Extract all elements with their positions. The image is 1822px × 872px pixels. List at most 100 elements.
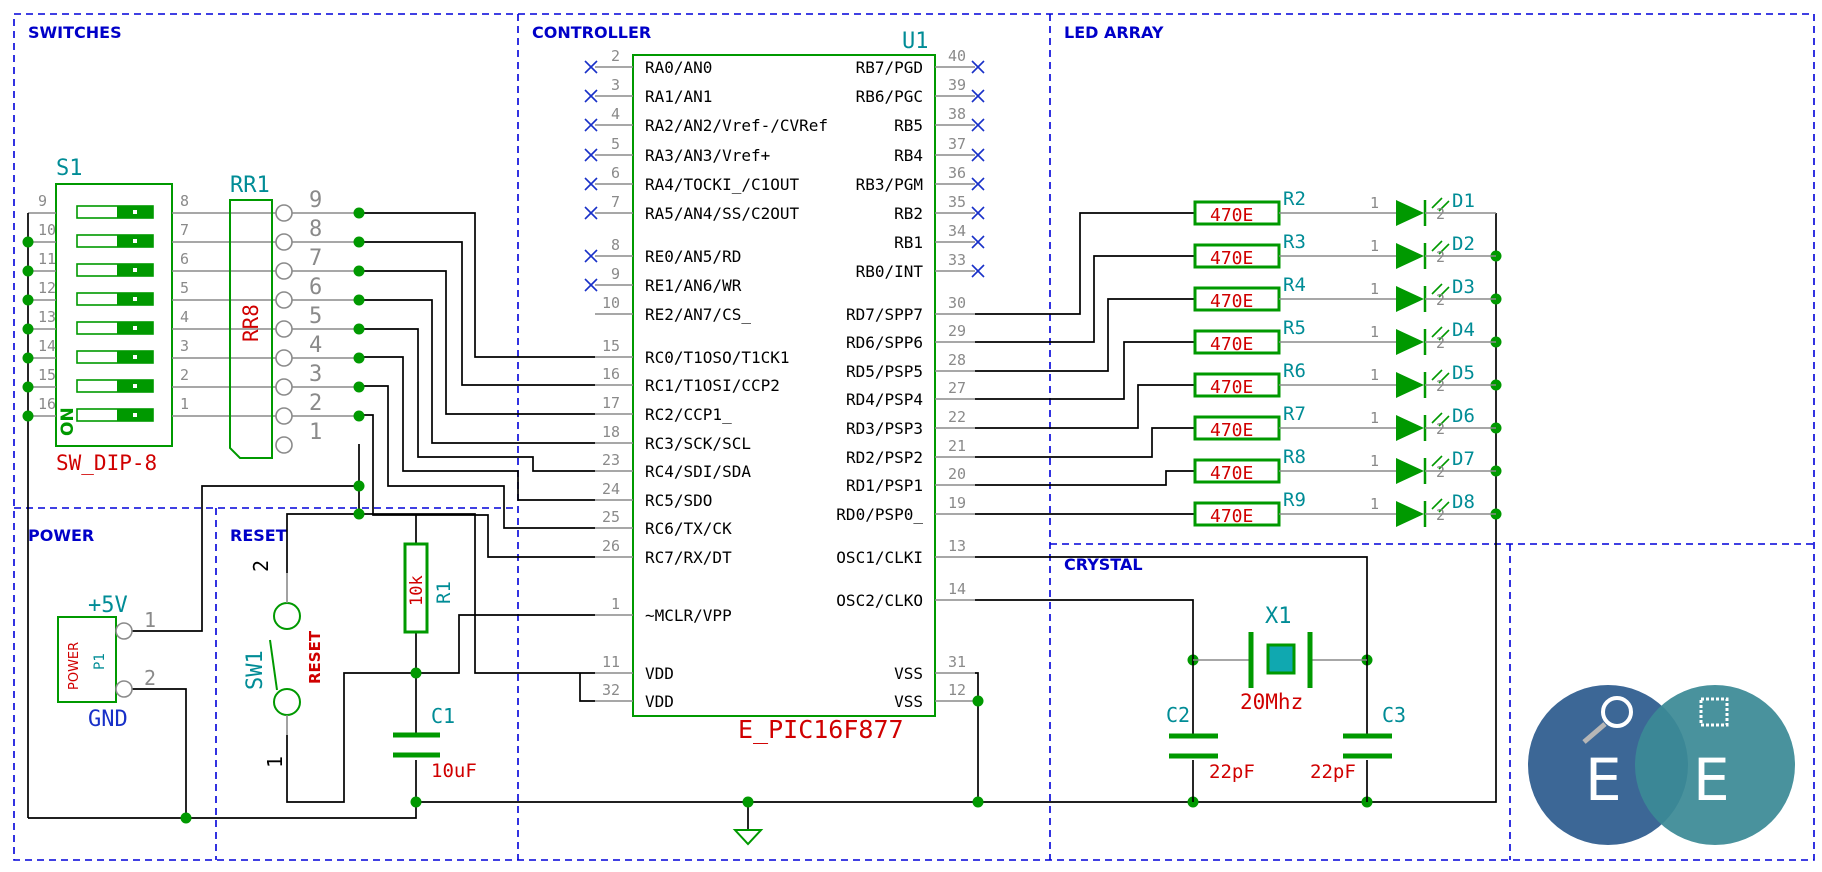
ground-symbol xyxy=(732,829,764,846)
wire-vss-31 xyxy=(975,672,979,802)
led-resistor-value: 470E xyxy=(1210,377,1253,398)
no-connect-icon xyxy=(971,60,985,74)
rr1-pin-circle xyxy=(275,204,293,222)
led-emission-arrow xyxy=(1431,197,1443,209)
u1-pin-number: 23 xyxy=(602,451,620,469)
logo-magnifier-handle xyxy=(1582,722,1607,744)
u1-pin-number: 35 xyxy=(948,193,966,211)
s1-switch-dot xyxy=(133,384,137,388)
c1-reference: C1 xyxy=(431,704,455,728)
junction-dot xyxy=(22,265,34,277)
p1-value: POWER xyxy=(67,642,82,690)
u1-pin-number: 8 xyxy=(611,236,620,254)
led-diode-icon xyxy=(1396,286,1424,312)
junction-dot xyxy=(353,410,365,422)
u1-pin-name: RD0/PSP0_ xyxy=(836,505,923,524)
u1-pin-number: 39 xyxy=(948,76,966,94)
s1-right-pin-number: 1 xyxy=(180,395,189,413)
s1-right-pin-number: 4 xyxy=(180,308,189,326)
led-anode-number: 2 xyxy=(1436,506,1445,524)
u1-pin-number: 15 xyxy=(602,337,620,355)
wire-rc3 xyxy=(359,299,595,444)
led-emission-arrow xyxy=(1438,372,1450,384)
u1-pin-name: RB4 xyxy=(894,146,923,165)
wire-osc2 xyxy=(975,599,1194,734)
p1-pin2-number: 2 xyxy=(144,666,156,690)
sheet-border xyxy=(13,13,1815,861)
s1-right-pin-number: 6 xyxy=(180,250,189,268)
rr1-pin-number: 9 xyxy=(309,188,322,213)
u1-pin-name: RE0/AN5/RD xyxy=(645,247,741,266)
wire-led-drive xyxy=(975,255,1195,343)
u1-pin-number: 38 xyxy=(948,105,966,123)
rr1-pin-number: 5 xyxy=(309,304,322,329)
led-cathode-number: 1 xyxy=(1370,194,1379,212)
sw1-pin-top: 2 xyxy=(249,560,273,572)
c2-value: 22pF xyxy=(1209,761,1255,783)
s1-left-pin-number: 14 xyxy=(38,337,56,355)
led-reference: D4 xyxy=(1452,319,1475,341)
u1-pin-number: 4 xyxy=(611,105,620,123)
junction-dot xyxy=(353,381,365,393)
u1-pin-name: RC2/CCP1_ xyxy=(645,405,732,424)
led-reference: D1 xyxy=(1452,190,1475,212)
u1-pin-name: RC1/T1OSI/CCP2 xyxy=(645,376,780,395)
led-diode-icon xyxy=(1396,501,1424,527)
u1-pin-number: 6 xyxy=(611,164,620,182)
u1-pin-number: 3 xyxy=(611,76,620,94)
led-emission-arrow xyxy=(1438,329,1450,341)
s1-switch-dot xyxy=(133,413,137,417)
wire-rc6 xyxy=(359,385,595,529)
rr1-pin-circle xyxy=(275,349,293,367)
no-connect-icon xyxy=(971,264,985,278)
u1-right-pins: 40RB7/PGD39RB6/PGC38RB537RB436RB3/PGM35R… xyxy=(836,47,985,711)
u1-pin-number: 12 xyxy=(948,681,966,699)
u1-pin-name: RB3/PGM xyxy=(856,175,923,194)
u1-pin-name: RC3/SCK/SCL xyxy=(645,434,751,453)
wire-mclr xyxy=(416,614,595,674)
junction-dot xyxy=(180,812,192,824)
u1-microcontroller: U1 E_PIC16F877 2RA0/AN03RA1/AN14RA2/AN2/… xyxy=(584,29,985,744)
no-connect-icon xyxy=(584,118,598,132)
rr1-pin-number: 7 xyxy=(309,246,322,271)
led-resistor-reference: R4 xyxy=(1283,274,1306,296)
u1-pin-name: RE2/AN7/CS_ xyxy=(645,305,751,324)
wire-vdd-32 xyxy=(579,673,595,702)
u1-pin-name: VSS xyxy=(894,692,923,711)
u1-pin-number: 20 xyxy=(948,465,966,483)
c3-value: 22pF xyxy=(1310,761,1356,783)
led-resistor-value: 470E xyxy=(1210,420,1253,441)
u1-pin-name: OSC1/CLKI xyxy=(836,548,923,567)
u1-pin-number: 26 xyxy=(602,537,620,555)
led-diode-icon xyxy=(1396,415,1424,441)
u1-pin-name: RC0/T1OSO/T1CK1 xyxy=(645,348,790,367)
u1-left-pins: 2RA0/AN03RA1/AN14RA2/AN2/Vref-/CVRef5RA3… xyxy=(584,47,828,711)
junction-dot xyxy=(22,323,34,335)
u1-pin-name: RD1/PSP1 xyxy=(846,476,923,495)
wire-ground-rail xyxy=(416,213,1497,803)
u1-pin-name: RD2/PSP2 xyxy=(846,448,923,467)
no-connect-icon xyxy=(584,177,598,191)
wire-osc1 xyxy=(975,556,1368,660)
led-anode-number: 2 xyxy=(1436,420,1445,438)
junction-dot xyxy=(22,352,34,364)
wire-rc0 xyxy=(359,212,595,358)
wire-led-drive xyxy=(975,470,1195,486)
p1-reference: P1 xyxy=(92,653,108,670)
s1-right-pin-number: 8 xyxy=(180,192,189,210)
s1-value: SW_DIP-8 xyxy=(56,451,157,475)
u1-pin-name: VDD xyxy=(645,692,674,711)
no-connect-icon xyxy=(971,235,985,249)
u1-pin-name: RA5/AN4/SS/C2OUT xyxy=(645,204,799,223)
s1-right-pin-number: 5 xyxy=(180,279,189,297)
section-title-switches: SWITCHES xyxy=(28,23,122,42)
led-resistor-reference: R2 xyxy=(1283,188,1306,210)
u1-pin-name: RE1/AN6/WR xyxy=(645,276,742,295)
led-resistor-reference: R3 xyxy=(1283,231,1306,253)
x1-value: 20Mhz xyxy=(1240,690,1303,714)
u1-pin-number: 29 xyxy=(948,322,966,340)
s1-body xyxy=(55,183,173,447)
wire-vdd-11 xyxy=(286,513,595,674)
